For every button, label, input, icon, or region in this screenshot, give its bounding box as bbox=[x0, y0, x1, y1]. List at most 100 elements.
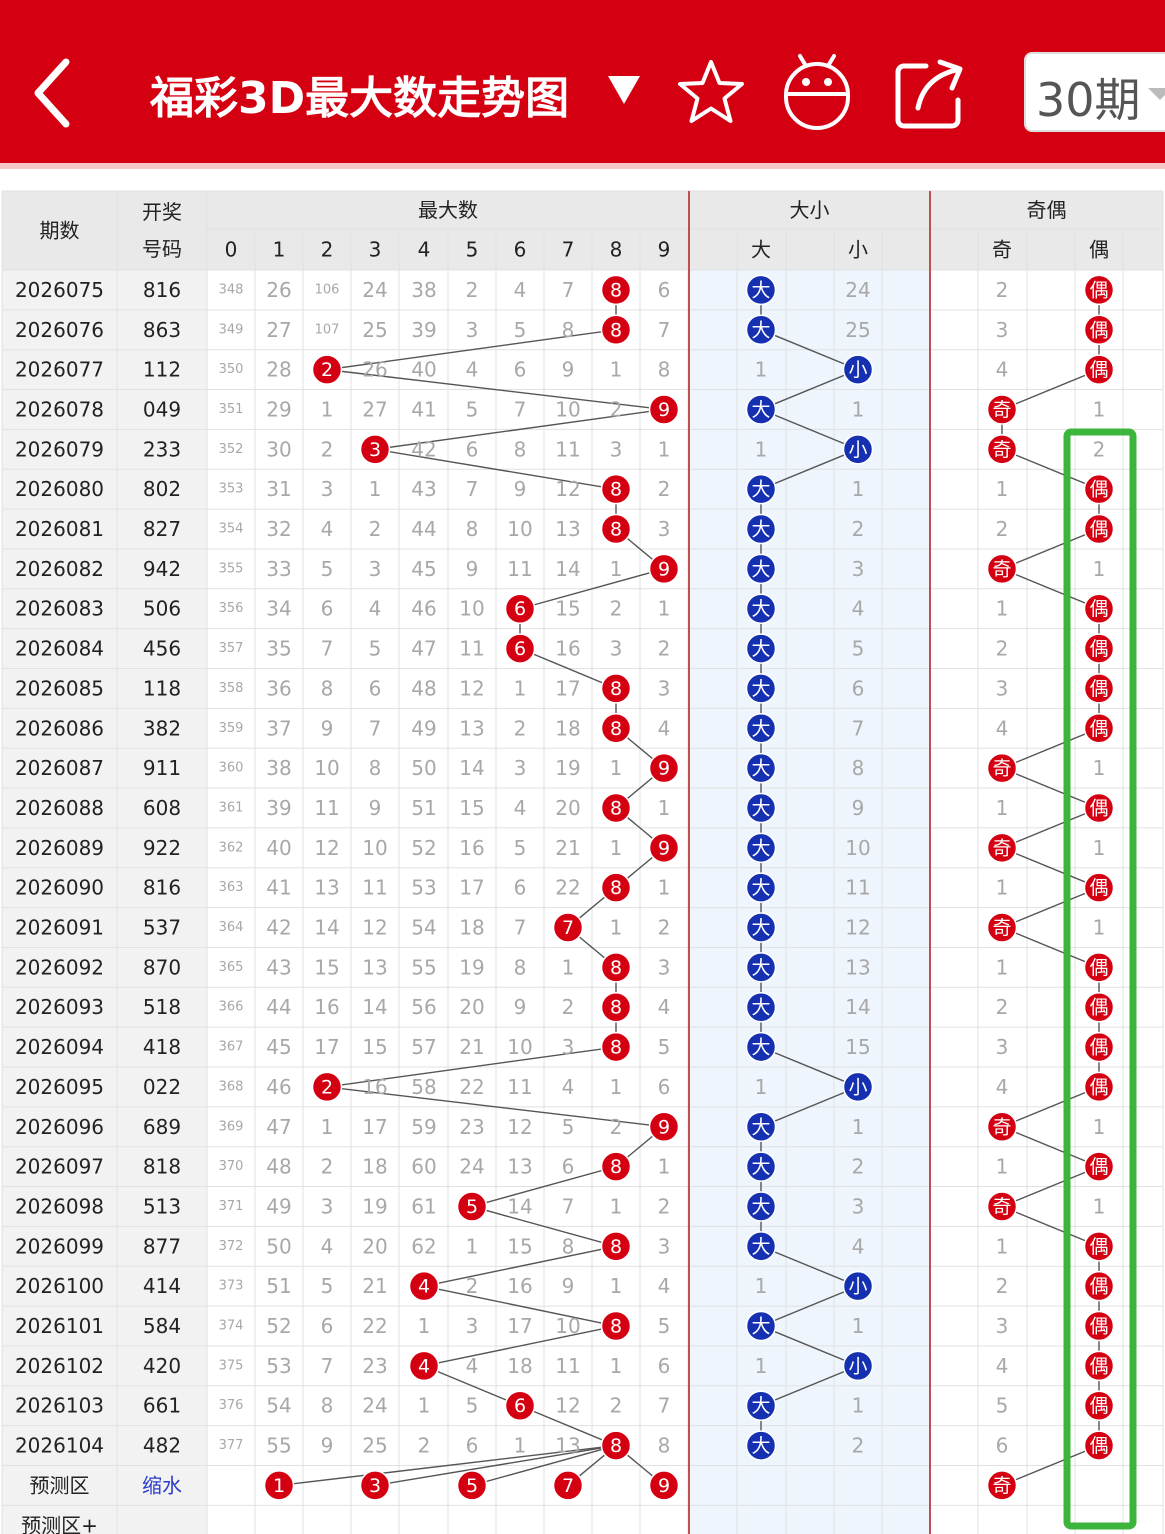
parity-ball-shape bbox=[1083, 354, 1115, 385]
parity-miss: 2 bbox=[1093, 437, 1106, 461]
caret-down-icon[interactable] bbox=[606, 74, 642, 106]
max-miss: 54 bbox=[411, 916, 436, 940]
issue-number: 2026099 bbox=[15, 1234, 104, 1258]
draw-number: 877 bbox=[143, 1234, 181, 1258]
max-miss: 41 bbox=[266, 876, 291, 900]
size-ball-shape bbox=[745, 1151, 777, 1182]
parity-ball-shape bbox=[1083, 1071, 1115, 1103]
max-ball-label: 3 bbox=[369, 439, 381, 461]
max-miss: 11 bbox=[555, 437, 580, 461]
size-ball-shape bbox=[745, 792, 777, 824]
size-miss: 13 bbox=[845, 955, 870, 979]
max-ball-label: 4 bbox=[418, 1355, 430, 1377]
forecast-max-ball: 1 bbox=[263, 1470, 295, 1501]
max-miss: 48 bbox=[266, 1155, 291, 1179]
size-miss: 1 bbox=[852, 1115, 865, 1139]
max-miss: 2 bbox=[610, 397, 623, 421]
max-miss: 9 bbox=[321, 1434, 334, 1458]
forecast-line bbox=[278, 1444, 617, 1487]
parity-area-bg bbox=[930, 270, 1163, 1534]
max-miss: 5 bbox=[369, 637, 382, 661]
max-miss: 9 bbox=[562, 1274, 575, 1298]
max-miss: 350 bbox=[219, 362, 244, 377]
size-ball-label: 大 bbox=[751, 1395, 770, 1417]
max-miss: 31 bbox=[266, 477, 291, 501]
issue-number: 2026104 bbox=[15, 1434, 104, 1458]
size-miss: 3 bbox=[852, 1194, 865, 1218]
max-miss: 35 bbox=[266, 637, 291, 661]
parity-ball-label: 偶 bbox=[1089, 359, 1108, 381]
max-ball-label: 9 bbox=[658, 1116, 670, 1138]
max-miss: 37 bbox=[266, 716, 291, 740]
parity-ball-label: 偶 bbox=[1089, 797, 1108, 819]
page-title[interactable]: 福彩3D最大数走势图 bbox=[150, 73, 570, 124]
size-ball-shape bbox=[842, 1350, 874, 1382]
max-miss: 5 bbox=[514, 836, 527, 860]
max-miss: 47 bbox=[266, 1115, 291, 1139]
draw-number: 608 bbox=[143, 796, 181, 820]
draw-number: 049 bbox=[143, 397, 181, 421]
chevron-left-icon[interactable] bbox=[30, 56, 90, 130]
max-ball: 9 bbox=[648, 553, 680, 585]
size-miss: 1 bbox=[755, 1274, 768, 1298]
forecast-parity-ball-shape bbox=[986, 1470, 1018, 1501]
size-ball: 大 bbox=[745, 752, 777, 784]
max-ball-shape bbox=[600, 1031, 632, 1063]
issue-number: 2026090 bbox=[15, 876, 104, 900]
max-miss: 16 bbox=[555, 637, 580, 661]
max-miss: 18 bbox=[459, 916, 484, 940]
parity-ball-label: 偶 bbox=[1089, 479, 1108, 501]
draw-number: 420 bbox=[143, 1354, 181, 1378]
max-ball: 4 bbox=[408, 1350, 440, 1382]
header-size: 小 bbox=[848, 238, 868, 262]
size-ball-label: 大 bbox=[751, 997, 770, 1019]
max-miss: 12 bbox=[555, 1394, 580, 1418]
share-icon[interactable] bbox=[892, 56, 968, 132]
issue-number: 2026080 bbox=[15, 477, 104, 501]
max-miss: 1 bbox=[610, 1274, 623, 1298]
max-miss: 14 bbox=[362, 995, 387, 1019]
size-ball: 小 bbox=[842, 1350, 874, 1382]
parity-ball-shape bbox=[1083, 713, 1115, 744]
parity-ball-shape bbox=[1083, 314, 1115, 346]
size-trend-line bbox=[759, 289, 860, 1446]
max-miss: 50 bbox=[411, 756, 436, 780]
size-ball: 小 bbox=[842, 1071, 874, 1103]
max-miss: 4 bbox=[514, 796, 527, 820]
forecast-shrink-link[interactable]: 缩水 bbox=[142, 1473, 182, 1497]
size-ball: 大 bbox=[745, 673, 777, 704]
parity-miss: 2 bbox=[996, 517, 1009, 541]
max-miss: 13 bbox=[555, 517, 580, 541]
robot-icon[interactable] bbox=[780, 50, 854, 134]
max-miss: 11 bbox=[507, 1075, 532, 1099]
max-miss: 45 bbox=[266, 1035, 291, 1059]
max-miss: 363 bbox=[219, 880, 244, 895]
period-selector[interactable]: 30期 bbox=[1024, 52, 1165, 132]
draw-number: 863 bbox=[143, 318, 181, 342]
forecast-max-ball-label: 5 bbox=[466, 1475, 478, 1497]
parity-ball-label: 偶 bbox=[1089, 598, 1108, 620]
issue-number: 2026103 bbox=[15, 1394, 104, 1418]
max-miss: 6 bbox=[466, 437, 479, 461]
chevron-down-icon bbox=[1148, 88, 1165, 100]
max-miss: 1 bbox=[610, 836, 623, 860]
size-miss: 1 bbox=[852, 477, 865, 501]
parity-ball-shape bbox=[1083, 1390, 1115, 1421]
star-icon[interactable] bbox=[676, 58, 746, 128]
parity-miss: 3 bbox=[996, 1035, 1009, 1059]
parity-miss: 1 bbox=[1093, 1194, 1106, 1218]
max-ball-shape bbox=[600, 1430, 632, 1461]
max-miss: 18 bbox=[362, 1155, 387, 1179]
max-miss: 62 bbox=[411, 1234, 436, 1258]
header-divider bbox=[0, 163, 1165, 169]
size-ball-label: 小 bbox=[848, 439, 867, 461]
max-miss: 1 bbox=[321, 1115, 334, 1139]
draw-number: 382 bbox=[143, 716, 181, 740]
